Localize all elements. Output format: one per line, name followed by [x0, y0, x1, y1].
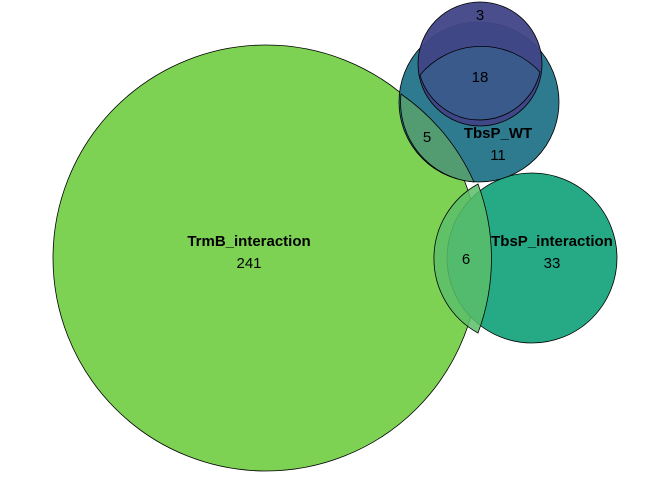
intersection-count-trmb-tbsp-wt: 5	[423, 129, 431, 146]
set-label-tbsp-interaction: TbsP_interaction	[491, 233, 613, 250]
set-label-trmb-interaction: TrmB_interaction	[187, 233, 310, 250]
overlap-top-region	[419, 45, 541, 121]
overlap-trmb-tbsp-wt	[400, 93, 475, 183]
set-count-top: 3	[476, 7, 484, 24]
set-label-tbsp-wt: TbsP_WT	[464, 125, 532, 142]
set-count-tbsp-interaction: 33	[544, 255, 561, 272]
set-count-trmb-interaction: 241	[236, 255, 261, 272]
intersection-count-trmb-tbsp-int: 6	[462, 251, 470, 268]
set-count-tbsp-wt: 11	[490, 147, 506, 164]
overlap-trmb-tbsp-int	[433, 183, 492, 334]
intersection-count-top-tbsp-wt: 18	[472, 69, 489, 86]
